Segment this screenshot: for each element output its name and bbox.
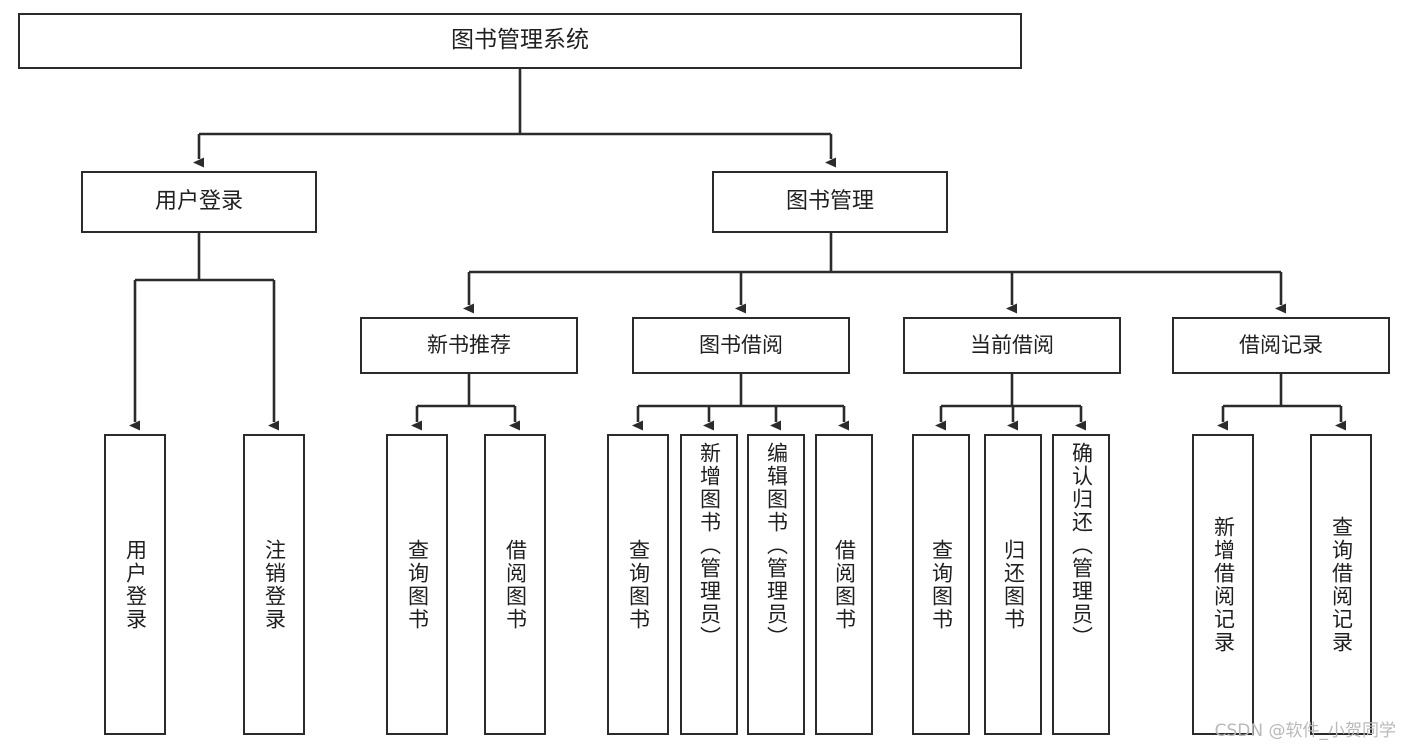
node-leaf-user-logout[interactable]: 注销登录 [243, 434, 305, 735]
node-book-borrow[interactable]: 图书借阅 [632, 317, 850, 374]
node-leaf-user-logout-label: 注销登录 [262, 538, 287, 631]
node-leaf-user-login[interactable]: 用户登录 [104, 434, 166, 735]
node-leaf-query-borrow-record-label: 查询借阅记录 [1329, 515, 1354, 654]
node-new-book-recommend-label: 新书推荐 [427, 332, 511, 357]
node-book-manage[interactable]: 图书管理 [712, 171, 948, 233]
node-leaf-add-book-admin[interactable]: 新增图书（管理员） [680, 434, 738, 735]
node-user-login[interactable]: 用户登录 [81, 171, 317, 233]
node-leaf-borrow-book-2[interactable]: 借阅图书 [815, 434, 873, 735]
node-leaf-query-book-1[interactable]: 查询图书 [386, 434, 448, 735]
node-leaf-confirm-return-admin[interactable]: 确认归还（管理员） [1052, 434, 1110, 735]
node-book-borrow-label: 图书借阅 [699, 332, 783, 357]
node-current-borrow-label: 当前借阅 [970, 332, 1054, 357]
node-leaf-query-book-2-label: 查询图书 [626, 538, 651, 631]
node-leaf-borrow-book-1-label: 借阅图书 [503, 538, 528, 631]
node-new-book-recommend[interactable]: 新书推荐 [360, 317, 578, 374]
node-leaf-query-book-1-label: 查询图书 [405, 538, 430, 631]
node-leaf-query-book-3[interactable]: 查询图书 [912, 434, 970, 735]
node-leaf-edit-book-admin[interactable]: 编辑图书（管理员） [747, 434, 805, 735]
node-leaf-query-book-2[interactable]: 查询图书 [607, 434, 669, 735]
node-root-system-label: 图书管理系统 [451, 27, 589, 54]
node-borrow-record-label: 借阅记录 [1239, 332, 1323, 357]
node-leaf-borrow-book-2-label: 借阅图书 [832, 538, 857, 631]
node-borrow-record[interactable]: 借阅记录 [1172, 317, 1390, 374]
node-leaf-edit-book-admin-label: 编辑图书（管理员） [764, 442, 789, 649]
node-user-login-label: 用户登录 [154, 188, 243, 214]
node-leaf-add-borrow-record-label: 新增借阅记录 [1211, 515, 1236, 654]
node-leaf-query-book-3-label: 查询图书 [929, 538, 954, 631]
node-leaf-user-login-label: 用户登录 [123, 538, 148, 631]
node-book-manage-label: 图书管理 [785, 188, 874, 214]
node-leaf-confirm-return-admin-label: 确认归还（管理员） [1069, 442, 1094, 649]
node-leaf-borrow-book-1[interactable]: 借阅图书 [484, 434, 546, 735]
node-leaf-query-borrow-record[interactable]: 查询借阅记录 [1310, 434, 1372, 735]
node-current-borrow[interactable]: 当前借阅 [903, 317, 1121, 374]
node-root-system[interactable]: 图书管理系统 [18, 13, 1022, 69]
node-leaf-add-book-admin-label: 新增图书（管理员） [697, 442, 722, 649]
node-leaf-return-book[interactable]: 归还图书 [984, 434, 1042, 735]
node-leaf-add-borrow-record[interactable]: 新增借阅记录 [1192, 434, 1254, 735]
node-leaf-return-book-label: 归还图书 [1001, 538, 1026, 631]
